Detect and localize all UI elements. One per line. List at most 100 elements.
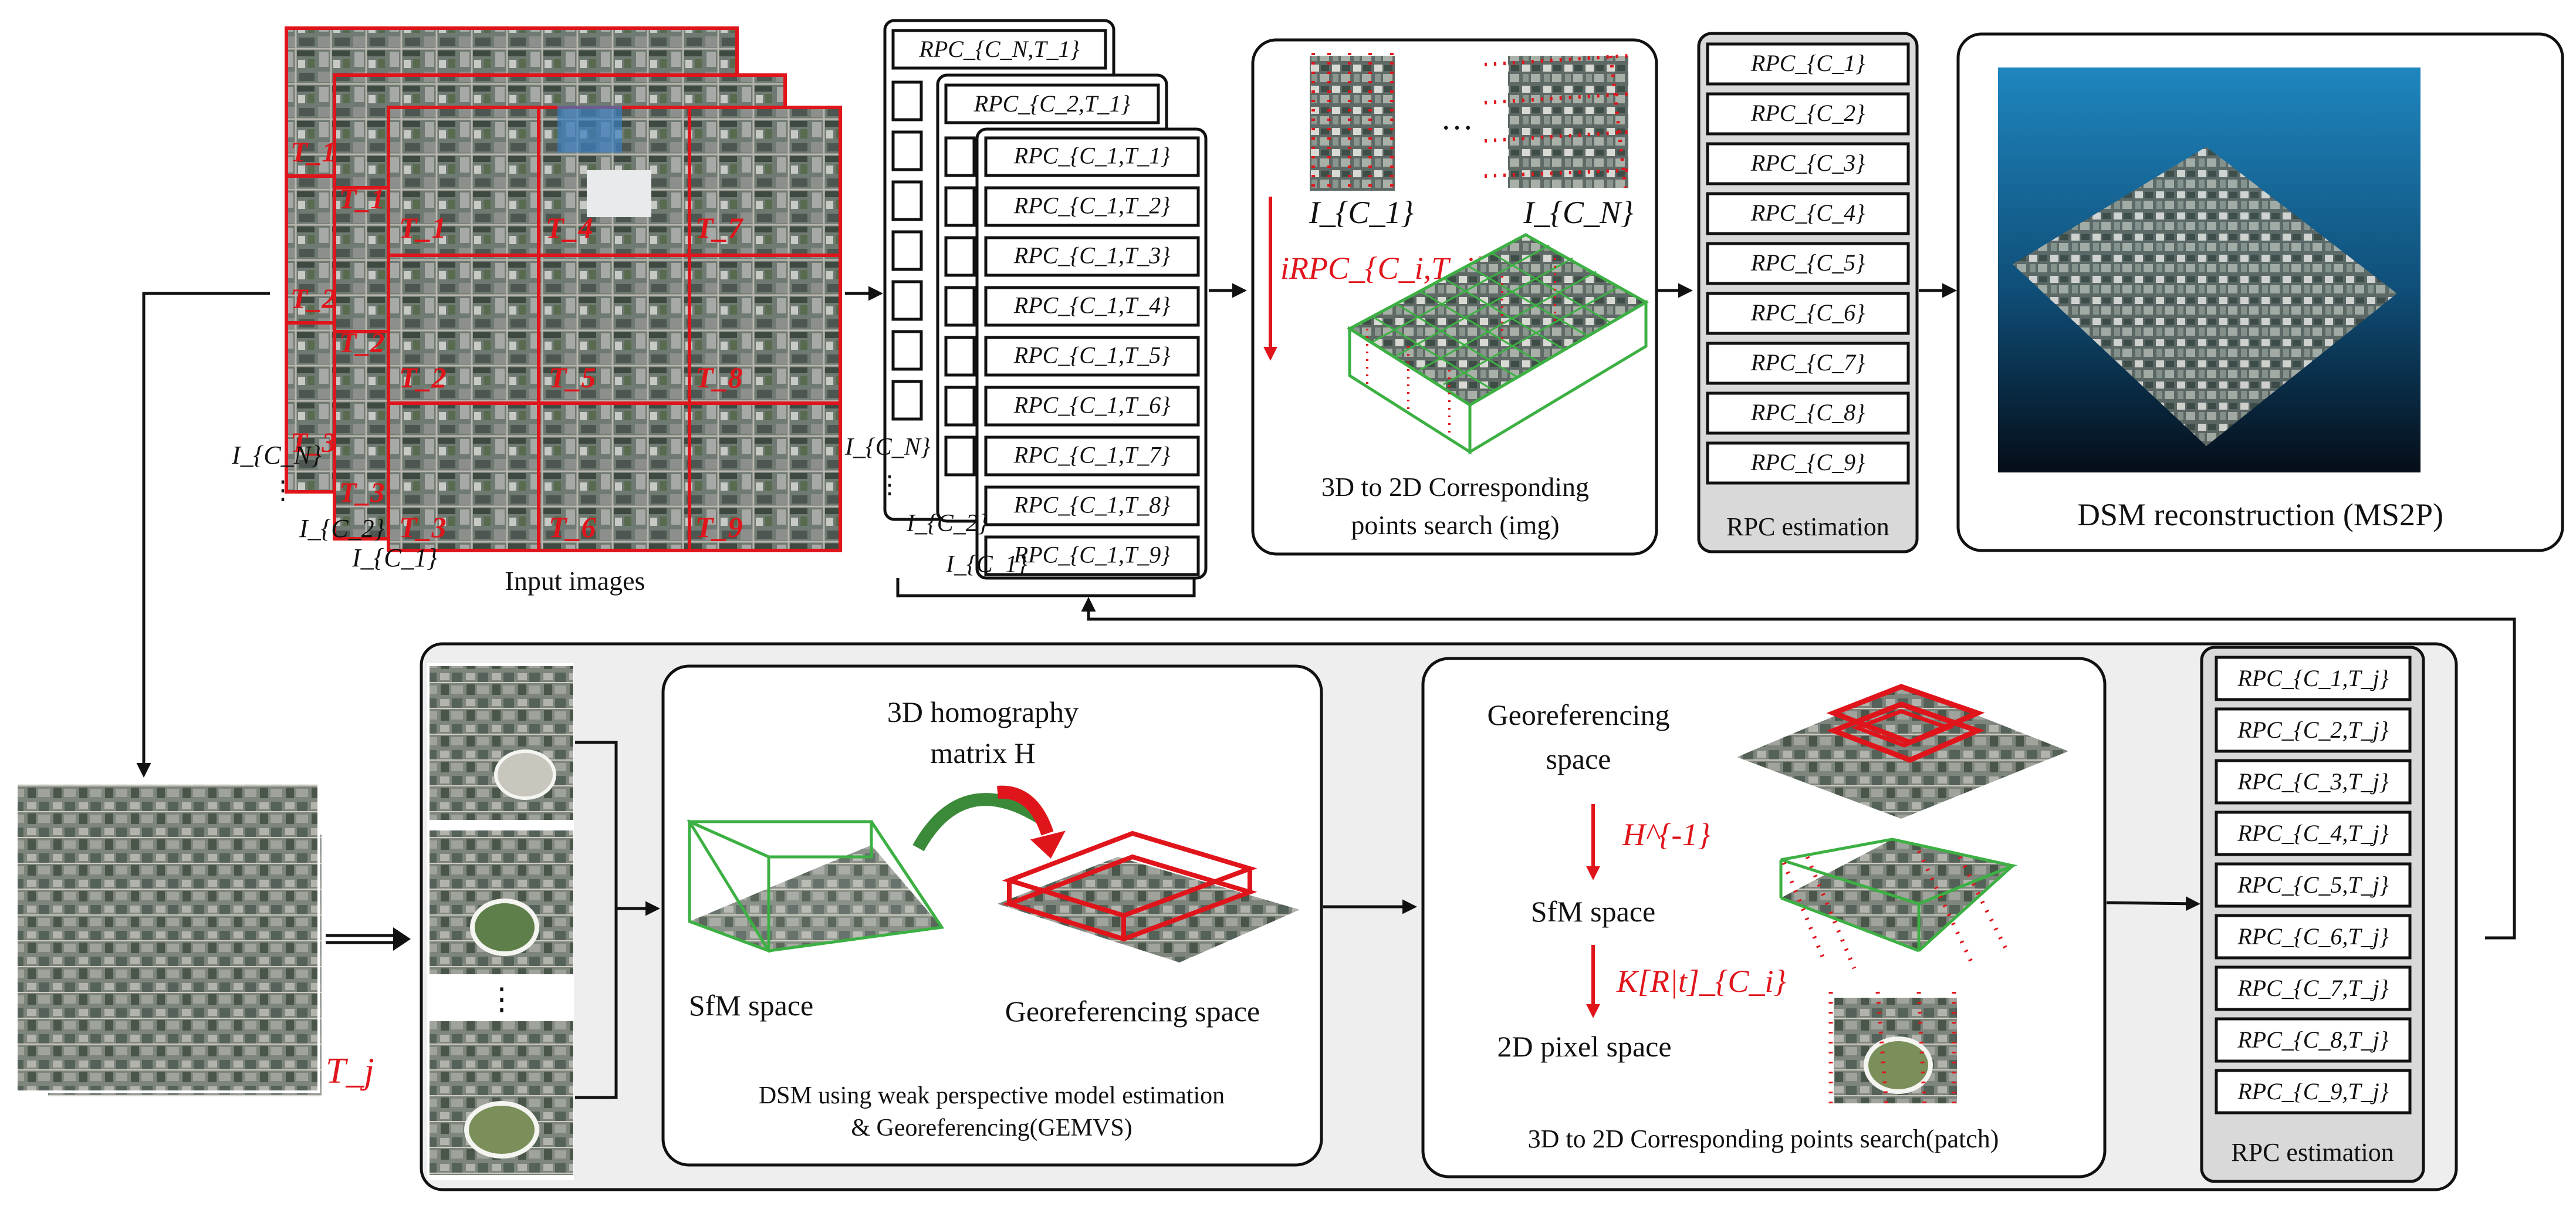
input-images-stack: T_1 T_2 T_3 T_1 T_2 T_3 T_1 T_4 T_7 T_2 … bbox=[231, 26, 842, 596]
rpc-top-item-label-1: RPC_{C_1} bbox=[1750, 50, 1865, 76]
gemvs-caption-2: & Georeferencing(GEMVS) bbox=[851, 1115, 1132, 1142]
tile-label-front-5: T_5 bbox=[549, 361, 596, 394]
rpc-front-item-label-3: RPC_{C_1,T_3} bbox=[1013, 242, 1170, 269]
rpc-top-item-label-8: RPC_{C_8} bbox=[1750, 399, 1865, 425]
stack-label-c2: I_{C_2} bbox=[299, 514, 385, 543]
arrow-patch-search-to-rpc bbox=[2106, 896, 2200, 911]
tile-label-back-3: T_3 bbox=[290, 427, 336, 458]
stack-ellipsis: ⋮ bbox=[270, 476, 296, 505]
patch-search-caption: 3D to 2D Corresponding points search(pat… bbox=[1528, 1124, 1999, 1153]
rpc-bottom-item-label-9: RPC_{C_9,T_j} bbox=[2237, 1078, 2389, 1105]
patch-sfm-label: SfM space bbox=[1531, 895, 1655, 928]
rpc-estimation-bottom-panel: RPC_{C_1,T_j}RPC_{C_2,T_j}RPC_{C_3,T_j}R… bbox=[2200, 646, 2425, 1183]
rpc-bottom-item-label-6: RPC_{C_6,T_j} bbox=[2237, 923, 2389, 950]
rpc-bottom-item-label-8: RPC_{C_8,T_j} bbox=[2237, 1026, 2389, 1053]
rpc-bottom-item-box-7 bbox=[2215, 965, 2412, 1011]
rpc-top-item-box-6 bbox=[1706, 292, 1910, 335]
rpc-bottom-item-box-1 bbox=[2215, 656, 2412, 701]
georeferencing-space-label: Georeferencing space bbox=[1005, 995, 1260, 1028]
rpc-top-item-box-5 bbox=[1706, 242, 1910, 285]
rpc-bottom-item-box-2 bbox=[2215, 707, 2412, 753]
tile-label-back-2: T_2 bbox=[290, 283, 336, 315]
rpc-front-item-label-4: RPC_{C_1,T_4} bbox=[1013, 292, 1170, 319]
rpc-bottom-item-label-3: RPC_{C_3,T_j} bbox=[2237, 768, 2389, 795]
rpc-stack-label-c1: I_{C_1} bbox=[945, 551, 1027, 578]
tile-label-back-1: T_1 bbox=[290, 137, 336, 168]
rpc-front-item-label-5: RPC_{C_1,T_5} bbox=[1013, 342, 1170, 369]
georeferencing-box bbox=[998, 830, 1300, 963]
pixel-space-label: 2D pixel space bbox=[1497, 1030, 1671, 1063]
rpc-front-item-box-2 bbox=[984, 186, 1200, 227]
rpc-bottom-item-label-4: RPC_{C_4,T_j} bbox=[2237, 820, 2389, 846]
patch-bracket bbox=[575, 741, 618, 1099]
tile-label-front-4: T_4 bbox=[546, 211, 593, 244]
rpc-top-item-label-7: RPC_{C_7} bbox=[1750, 349, 1865, 376]
patch-search-panel: Georeferencing space H^{-1} SfM space K[… bbox=[1421, 657, 2107, 1178]
correspondence-img-caption-1: 3D to 2D Corresponding bbox=[1321, 472, 1589, 502]
rpc-estimation-bottom-caption: RPC estimation bbox=[2231, 1138, 2394, 1167]
projection-label: K[R|t]_{C_i} bbox=[1616, 964, 1786, 999]
patch-geo-label-1: Georeferencing bbox=[1488, 698, 1670, 731]
rpc-front-item-label-9: RPC_{C_1,T_9} bbox=[1013, 542, 1170, 568]
rpc-front-item-box-1 bbox=[984, 136, 1200, 177]
rpc-top-item-label-2: RPC_{C_2} bbox=[1750, 100, 1865, 126]
rpc-bottom-item-box-3 bbox=[2215, 759, 2412, 805]
rpc-top-item-label-9: RPC_{C_9} bbox=[1750, 449, 1865, 475]
mesh-3d-box bbox=[1347, 233, 1649, 455]
rpc-stack-bracket bbox=[896, 578, 1196, 597]
rpc-front-item-box-4 bbox=[984, 286, 1200, 327]
tile-label-mid-1: T_1 bbox=[339, 184, 384, 215]
rpc-front-item-label-2: RPC_{C_1,T_2} bbox=[1013, 193, 1170, 219]
arrow-feedback-loop bbox=[1081, 597, 2516, 940]
rpc-bottom-item-box-9 bbox=[2215, 1069, 2412, 1115]
gemvs-caption-1: DSM using weak perspective model estimat… bbox=[759, 1082, 1225, 1109]
rpc-tile-stack: RPC_{C_N,T_1} RPC_{C_2,T_1} RPC_{C_1,T_1… bbox=[844, 19, 1208, 597]
tile-label-front-9: T_9 bbox=[695, 511, 743, 543]
rpc-top-item-box-8 bbox=[1706, 391, 1910, 435]
patch-sfm-box bbox=[1779, 837, 2018, 970]
sfm-space-label: SfM space bbox=[689, 989, 813, 1022]
dsm-caption: DSM reconstruction (MS2P) bbox=[2077, 497, 2443, 532]
rpc-bottom-item-box-5 bbox=[2215, 862, 2412, 908]
rpc-front-item-box-9 bbox=[984, 535, 1200, 576]
patch-geo-label-2: space bbox=[1546, 742, 1611, 775]
rpc-front-item-label-8: RPC_{C_1,T_8} bbox=[1013, 492, 1170, 518]
rpc-front-item-label-7: RPC_{C_1,T_7} bbox=[1013, 442, 1170, 468]
correspondence-img-caption-2: points search (img) bbox=[1351, 510, 1559, 540]
tile-label-tj: T_j bbox=[326, 1051, 374, 1091]
rpc-top-item-box-1 bbox=[1706, 42, 1910, 86]
rpc-top-item-box-3 bbox=[1706, 142, 1910, 185]
images-ellipsis: … bbox=[1441, 100, 1473, 137]
tile-label-front-3: T_3 bbox=[399, 511, 447, 543]
double-arrow bbox=[326, 927, 411, 951]
rpc-bottom-item-label-7: RPC_{C_7,T_j} bbox=[2237, 975, 2389, 1001]
tile-label-front-7: T_7 bbox=[695, 211, 744, 244]
correspondence-img-panel: … I_{C_1} I_{C_N} iRPC_{C_i,T_j} bbox=[1251, 38, 1658, 556]
rpc-top-item-box-4 bbox=[1706, 192, 1910, 235]
rpc-front-item-label-6: RPC_{C_1,T_6} bbox=[1013, 392, 1170, 418]
rpc-top-item-box-7 bbox=[1706, 342, 1910, 385]
rpc-front-item-box-3 bbox=[984, 236, 1200, 277]
gemvs-panel: 3D homography matrix H SfM space Georefe… bbox=[661, 664, 1323, 1167]
patch-geo-map bbox=[1737, 684, 2068, 819]
rpc-top-item-box-2 bbox=[1706, 92, 1910, 136]
image-label-ic1: I_{C_1} bbox=[1309, 195, 1414, 230]
arrow-input-to-tile bbox=[136, 292, 270, 778]
rpc-top-item-box-9 bbox=[1706, 441, 1910, 485]
rpc-top-item-label-6: RPC_{C_6} bbox=[1750, 299, 1865, 326]
input-images-caption: Input images bbox=[505, 566, 645, 596]
image-label-icn: I_{C_N} bbox=[1523, 195, 1634, 230]
rpc-stack-label-c2: I_{C_2} bbox=[906, 510, 988, 537]
rpc-top-item-label-4: RPC_{C_4} bbox=[1750, 200, 1865, 226]
rpc-estimation-top-caption: RPC estimation bbox=[1726, 512, 1889, 541]
patch-image-1 bbox=[430, 666, 573, 820]
rpc-bottom-item-box-8 bbox=[2215, 1017, 2412, 1063]
rpc-card-mid-title: RPC_{C_2,T_1} bbox=[973, 90, 1130, 117]
rpc-top-item-label-5: RPC_{C_5} bbox=[1750, 249, 1865, 276]
tile-label-mid-2: T_2 bbox=[339, 327, 384, 359]
stack-label-cn: I_{C_N} bbox=[231, 441, 322, 470]
rpc-front-item-box-5 bbox=[984, 336, 1200, 377]
rpc-bottom-item-label-1: RPC_{C_1,T_j} bbox=[2237, 665, 2389, 691]
tile-label-front-2: T_2 bbox=[399, 361, 447, 394]
homography-label-1: 3D homography bbox=[887, 695, 1079, 728]
